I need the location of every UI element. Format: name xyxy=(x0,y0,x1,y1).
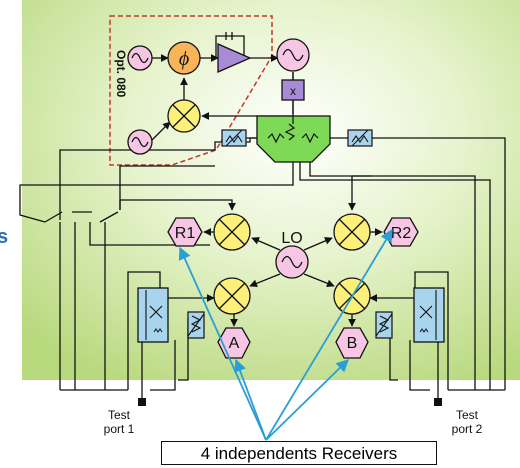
callout-arrows xyxy=(178,228,393,441)
mixer-a-icon xyxy=(213,277,251,315)
phase-detector-icon: ϕ xyxy=(167,41,201,75)
mixer-r2-icon xyxy=(333,213,371,251)
source-switch-block xyxy=(256,115,331,163)
svg-text:x: x xyxy=(290,84,296,98)
loop-amplifier-icon xyxy=(217,43,252,73)
coupler-port2-icon xyxy=(413,287,445,343)
receiver-r1-label: R1 xyxy=(175,225,196,242)
wiring xyxy=(19,32,506,400)
receiver-b-label: B xyxy=(347,335,358,352)
port1-terminal-icon xyxy=(138,398,146,406)
svg-text:ϕ: ϕ xyxy=(179,48,189,70)
receiver-r2-label: R2 xyxy=(391,225,412,242)
edge-mark: s xyxy=(0,226,8,248)
source-attenuator-1-icon xyxy=(221,129,247,147)
receiver-a-label: A xyxy=(229,335,240,352)
receiver-b: B xyxy=(335,327,369,359)
source-oscillator-icon xyxy=(276,38,310,72)
port2-label: Test port 2 xyxy=(451,408,483,436)
lo-label: LO xyxy=(281,230,302,247)
coupler-port1-icon xyxy=(137,287,169,343)
frequency-multiplier-icon: x xyxy=(281,79,305,101)
offset-oscillator-icon xyxy=(127,129,153,155)
receiver-attenuator-1-icon xyxy=(187,311,205,339)
reference-oscillator-icon xyxy=(127,45,153,71)
receiver-r1: R1 xyxy=(167,217,203,247)
receiver-attenuator-2-icon xyxy=(375,311,393,339)
lo-oscillator-icon xyxy=(275,245,309,279)
receivers-callout: 4 independents Receivers xyxy=(161,441,437,465)
port1-label: Test port 1 xyxy=(103,408,135,436)
port2-terminal-icon xyxy=(434,398,442,406)
mixer-r1-icon xyxy=(213,213,251,251)
receiver-r2: R2 xyxy=(383,217,419,247)
option-080-outline xyxy=(109,15,273,166)
source-attenuator-2-icon xyxy=(347,129,373,147)
option-label: Opt. 080 xyxy=(114,50,128,98)
offset-mixer-icon xyxy=(167,99,201,133)
